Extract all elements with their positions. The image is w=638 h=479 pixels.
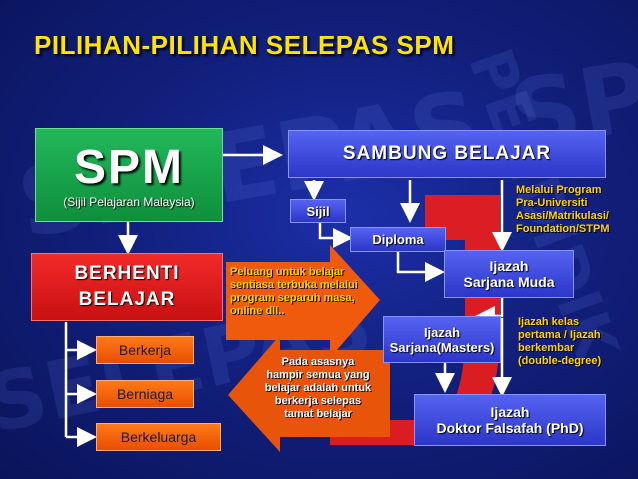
note-melalui: Melalui Program Pra-Universiti Asasi/Mat…: [516, 184, 632, 236]
note-line: Pra-Universiti: [516, 197, 588, 209]
orange-arrow-left: [228, 335, 390, 452]
sijil-label: Sijil: [306, 203, 330, 219]
note-line: program separuh masa,: [230, 292, 355, 304]
sarjana-masters-box: Ijazah Sarjana(Masters): [383, 316, 501, 363]
note-line: berkerja selepas: [274, 395, 362, 407]
note-asas: Pada asasnya hampir semua yang belajar a…: [248, 356, 388, 421]
option-berkerja: Berkerja: [96, 336, 194, 364]
sambung-belajar-box: SAMBUNG BELAJAR: [288, 130, 606, 178]
connector-arrows: [118, 145, 512, 397]
note-line: Melalui Program: [516, 184, 602, 196]
sarjana-muda-line1: Ijazah: [489, 258, 529, 274]
option-berniaga: Berniaga: [96, 380, 194, 408]
orange-arrow-right: [226, 245, 380, 358]
note-line: berkembar: [518, 342, 575, 354]
note-line: (double-degree): [518, 355, 602, 367]
note-line: hampir semua yang: [266, 369, 370, 381]
note-line: belajar adalah untuk: [264, 382, 372, 394]
note-ijazah-kelas: Ijazah kelas pertama / Ijazah berkembar …: [518, 316, 626, 368]
berhenti-belajar-box: BERHENTI BELAJAR: [31, 253, 223, 321]
sarjana-muda-line2: Sarjana Muda: [463, 274, 555, 290]
sarjana-muda-box: Ijazah Sarjana Muda: [444, 250, 574, 298]
spm-label: SPM: [73, 141, 184, 194]
phd-line2: Doktor Falsafah (PhD): [436, 420, 584, 436]
note-line: Foundation/STPM: [516, 223, 610, 235]
sambung-label: SAMBUNG BELAJAR: [342, 143, 552, 164]
note-line: Ijazah kelas: [518, 316, 580, 328]
note-line: tamat belajar: [284, 408, 352, 420]
sarjana-line2: Sarjana(Masters): [389, 339, 495, 355]
option-berkeluarga: Berkeluarga: [96, 423, 221, 451]
note-line: Asasi/Matrikulasi/: [516, 210, 609, 222]
phd-line1: Ijazah: [490, 404, 530, 420]
diploma-box: Diploma: [350, 227, 446, 252]
option-label: Berkerja: [118, 342, 172, 358]
option-label: Berkeluarga: [120, 429, 197, 445]
page-title: PILIHAN-PILIHAN SELEPAS SPM: [34, 30, 455, 60]
note-line: pertama / Ijazah: [518, 329, 601, 341]
phd-box: Ijazah Doktor Falsafah (PhD): [414, 394, 606, 446]
diploma-label: Diploma: [372, 232, 424, 247]
spm-subtitle: (Sijil Pelajaran Malaysia): [63, 195, 195, 209]
sijil-box: Sijil: [290, 199, 346, 223]
note-line: online dll..: [230, 305, 285, 317]
note-line: sentiasa terbuka melalui: [230, 279, 358, 291]
berhenti-line2: BELAJAR: [78, 289, 176, 310]
note-line: Peluang untuk belajar: [230, 266, 345, 278]
sarjana-line1: Ijazah: [423, 324, 461, 340]
note-line: Pada asasnya: [281, 356, 355, 368]
note-peluang: Peluang untuk belajar sentiasa terbuka m…: [230, 266, 370, 318]
option-label: Berniaga: [116, 386, 174, 402]
berhenti-line1: BERHENTI: [74, 263, 180, 284]
spm-box: SPM (Sijil Pelajaran Malaysia): [35, 128, 223, 222]
